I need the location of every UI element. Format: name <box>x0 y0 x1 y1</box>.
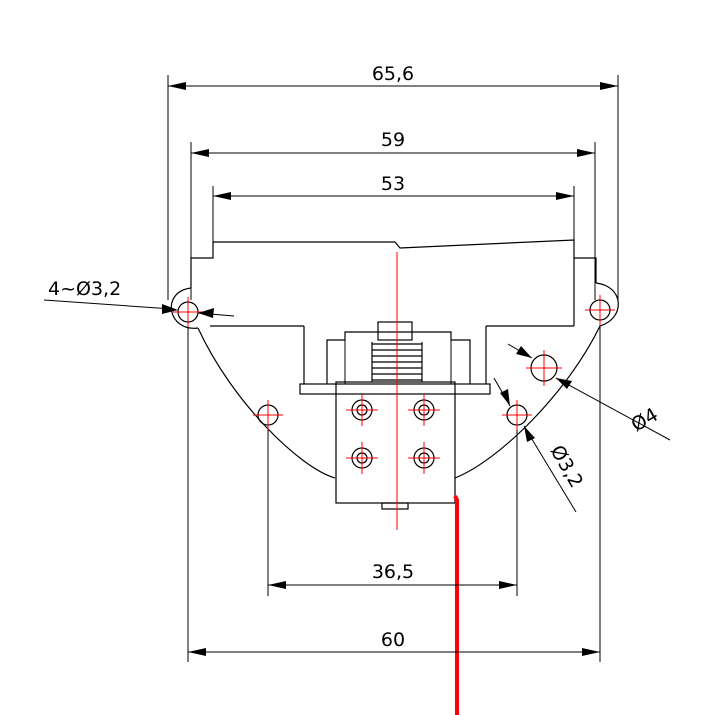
dim-mount-hole-span-label: 59 <box>381 129 405 151</box>
dim-bottom-hole-span: 36,5 <box>267 430 518 596</box>
callout-mount-holes-label: 4~Ø3,2 <box>48 278 121 300</box>
centerlines <box>173 252 615 530</box>
terminal-block <box>335 381 456 510</box>
housing-outline <box>170 239 619 479</box>
callout-center-hole: Ø4 <box>507 343 671 441</box>
dim-outer-hole-span-label: 60 <box>381 629 405 651</box>
dim-overall-width-label: 65,6 <box>372 63 414 85</box>
dim-bottom-hole-span-label: 36,5 <box>372 561 414 583</box>
dim-outer-hole-span: 60 <box>187 325 601 662</box>
callout-center-hole-label: Ø4 <box>628 404 662 437</box>
callout-side-hole-label: Ø3,2 <box>546 442 588 492</box>
dim-body-width: 53 <box>212 173 575 242</box>
lead-wire <box>453 495 459 715</box>
callout-mount-holes: 4~Ø3,2 <box>43 278 235 318</box>
callout-side-hole: Ø3,2 <box>493 377 588 513</box>
dim-body-width-label: 53 <box>381 173 405 195</box>
dim-overall-width: 65,6 <box>167 63 619 300</box>
dim-mount-hole-span: 59 <box>190 129 596 300</box>
